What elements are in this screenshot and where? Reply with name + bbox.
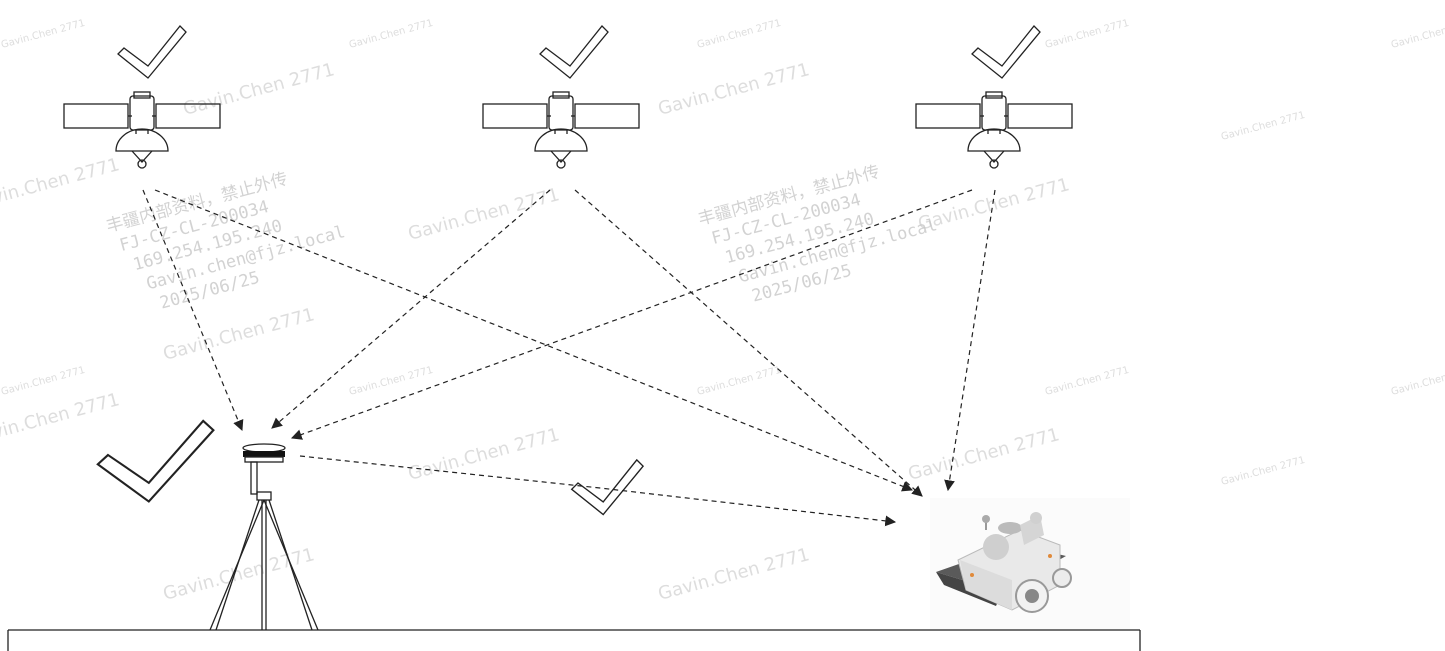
watermark-text: Gavin.Chen 2771 xyxy=(1044,365,1130,398)
base-station-icon xyxy=(210,444,318,630)
satellite-middle-icon xyxy=(483,92,639,168)
watermark-text: Gavin.Chen 2771 xyxy=(1220,110,1306,143)
watermark-text: Gavin.Chen 2771 xyxy=(1220,455,1306,488)
watermark-text: Gavin.Chen 2771 xyxy=(0,154,122,215)
watermark-text: Gavin.Chen 2771 xyxy=(0,389,122,450)
watermark-text: Gavin.Chen 2771 xyxy=(0,365,86,398)
watermark-text: Gavin.Chen 2771 xyxy=(1390,365,1445,398)
watermark-text: Gavin.Chen 2771 xyxy=(406,184,562,245)
watermark-text: Gavin.Chen 2771 xyxy=(181,59,337,120)
checkmark-icon xyxy=(98,421,214,502)
watermark-text: Gavin.Chen 2771 xyxy=(348,18,434,51)
correction-link-base-to-rover xyxy=(300,456,895,522)
watermark-text: Gavin.Chen 2771 xyxy=(348,365,434,398)
checkmark-icon xyxy=(118,26,186,78)
watermark-text: Gavin.Chen 2771 xyxy=(916,174,1072,235)
signal-right-to-base xyxy=(292,190,972,438)
watermark-block-center: 丰疆内部资料，禁止外传 FJ-CZ-CL-200034 169.254.195.… xyxy=(696,151,945,315)
watermark-text: Gavin.Chen 2771 xyxy=(161,304,317,365)
watermark-text: Gavin.Chen 2771 xyxy=(906,424,1062,485)
checkmark-icon xyxy=(540,26,608,78)
checkmark-icon xyxy=(572,460,643,515)
watermark-text: Gavin.Chen 2771 xyxy=(696,365,782,398)
watermark-block-left: 丰疆内部资料，禁止外传 FJ-CZ-CL-200034 169.254.195.… xyxy=(104,158,353,322)
robot-rover-icon xyxy=(930,498,1130,630)
watermark-text: Gavin.Chen 2771 xyxy=(656,59,812,120)
watermark-text: Gavin.Chen 2771 xyxy=(0,18,86,51)
satellite-left-icon xyxy=(64,92,220,168)
checkmark-icon xyxy=(972,26,1040,78)
watermark-text: Gavin.Chen 2771 xyxy=(1390,18,1445,51)
watermark-layer: Gavin.Chen 2771 Gavin.Chen 2771 Gavin.Ch… xyxy=(0,18,1445,605)
watermark-text: Gavin.Chen 2771 xyxy=(1044,18,1130,51)
watermark-text: Gavin.Chen 2771 xyxy=(656,544,812,605)
watermark-text: Gavin.Chen 2771 xyxy=(696,18,782,51)
satellite-right-icon xyxy=(916,92,1072,168)
ground-platform xyxy=(8,630,1140,651)
